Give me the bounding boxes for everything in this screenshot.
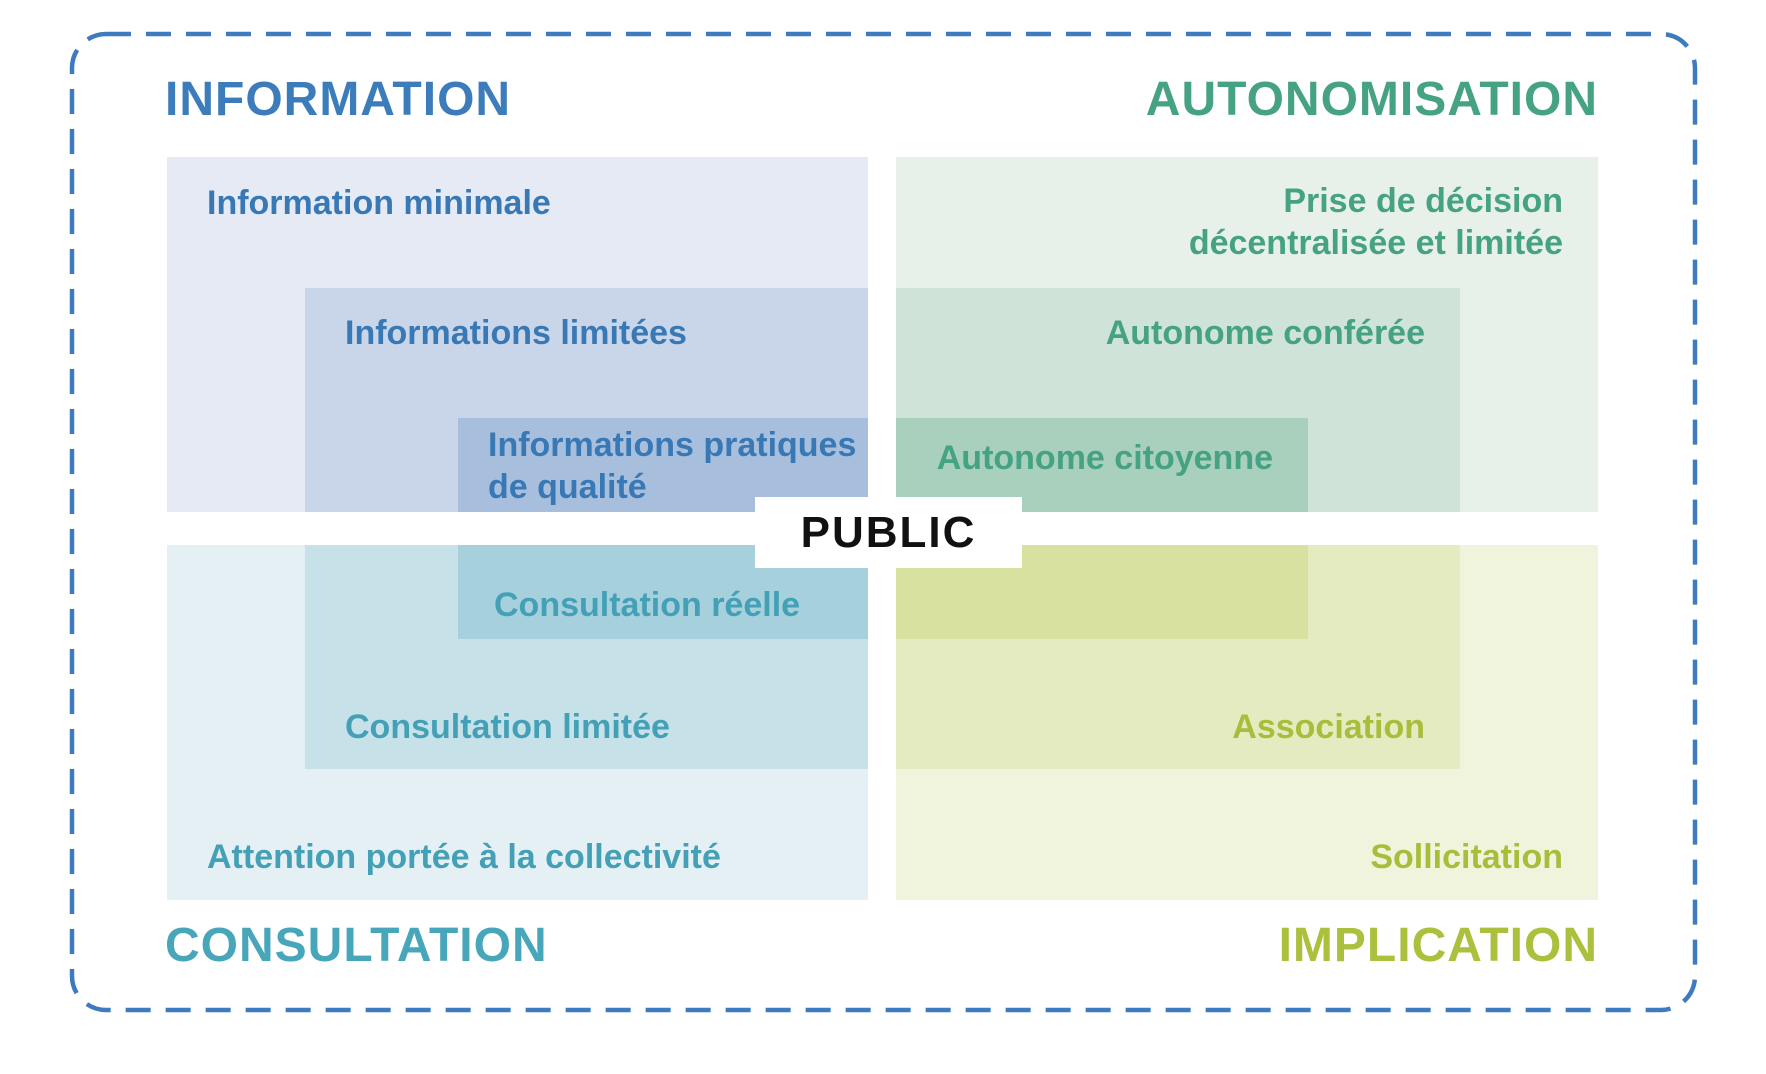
consultation-level-2-label: Consultation limitée xyxy=(345,708,670,746)
autonomisation-level-3-label: Autonome citoyenne xyxy=(936,439,1273,477)
information-level-2-label: Informations limitées xyxy=(345,314,687,352)
implication-level-2-label: Association xyxy=(1232,708,1425,746)
implication-level-1-label: Sollicitation xyxy=(1370,838,1563,876)
quadrant-title-consultation: CONSULTATION xyxy=(165,919,548,972)
information-level-3-label: Informations pratiques de qualité xyxy=(488,426,857,506)
quadrant-title-implication: IMPLICATION xyxy=(1278,919,1598,972)
autonomisation-level-1-label: Prise de décision décentralisée et limit… xyxy=(1188,182,1563,262)
quadrant-title-information: INFORMATION xyxy=(165,73,512,126)
public-center-label: PUBLIC xyxy=(755,497,1022,568)
consultation-level-3-label: Consultation réelle xyxy=(494,586,801,624)
quadrant-title-autonomisation: AUTONOMISATION xyxy=(1145,73,1598,126)
information-level-1-label: Information minimale xyxy=(207,184,551,222)
consultation-level-1-label: Attention portée à la collectivité xyxy=(207,838,721,876)
autonomisation-level-2-label: Autonome conférée xyxy=(1105,314,1425,352)
autonomisation-level-3-box xyxy=(896,418,1308,512)
information-level-3-box xyxy=(458,418,868,512)
